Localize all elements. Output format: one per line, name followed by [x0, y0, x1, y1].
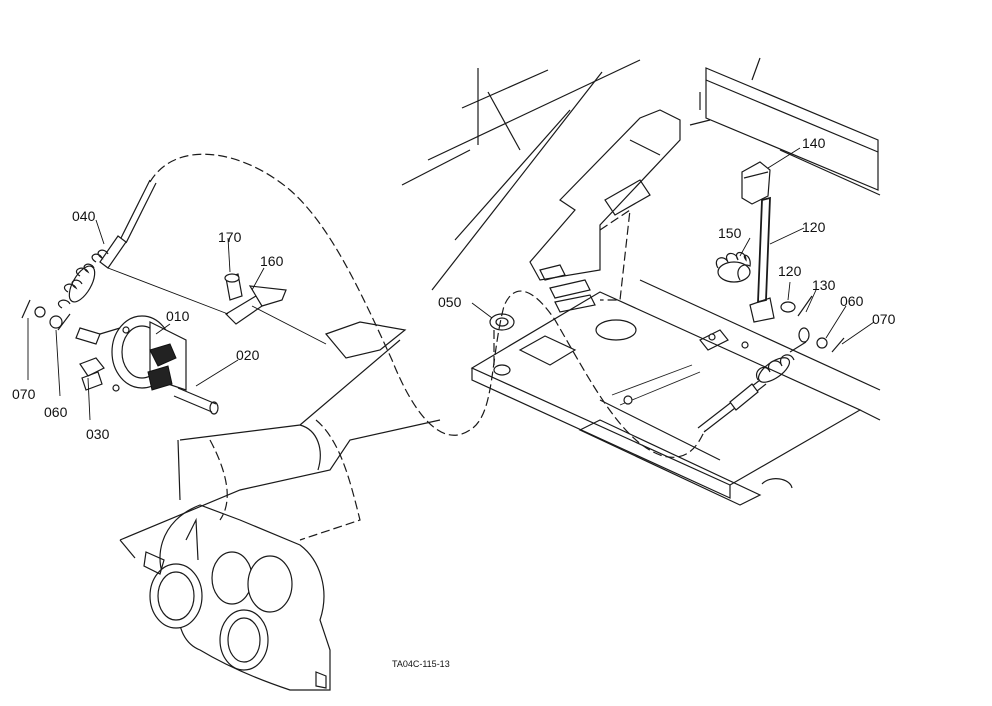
floor-plate [470, 279, 881, 506]
callout-140: 140 [802, 135, 826, 151]
bolt-170 [224, 273, 243, 301]
callout-labels: 040 170 160 010 020 070 060 030 050 140 … [12, 135, 896, 669]
callout-020: 020 [236, 347, 260, 363]
callout-050: 050 [438, 294, 462, 310]
washer-120 [780, 301, 796, 313]
valve-010 [75, 315, 187, 392]
fitting-030 [79, 357, 105, 391]
callout-120: 120 [778, 263, 802, 279]
callout-060-right: 060 [840, 293, 864, 309]
cable-040 [21, 179, 157, 331]
brake-pedal-arm[interactable] [749, 196, 775, 323]
callout-160: 160 [260, 253, 284, 269]
grommet-050 [489, 313, 515, 376]
transmission-housing [119, 321, 441, 691]
pin-130 [797, 295, 813, 317]
callout-130: 130 [812, 277, 836, 293]
pedal-bracket [529, 109, 681, 313]
callout-070-left: 070 [12, 386, 36, 402]
pedal-pad[interactable] [741, 161, 771, 205]
callout-040: 040 [72, 208, 96, 224]
rod-020 [173, 387, 219, 415]
return-spring [715, 251, 751, 283]
bracket-160 [225, 285, 287, 325]
cable-route [107, 153, 706, 458]
callout-030: 030 [86, 426, 110, 442]
leader-lines [27, 147, 875, 421]
callout-110: 120 [802, 219, 826, 235]
callout-170: 170 [218, 229, 242, 245]
cab-frame-top [689, 57, 881, 196]
callout-010: 010 [166, 308, 190, 324]
callout-060-left: 060 [44, 404, 68, 420]
reference-code: TA04C-115-13 [392, 659, 450, 669]
cable-end-right [697, 327, 845, 433]
callout-150: 150 [718, 225, 742, 241]
frame-background-lines [401, 59, 641, 291]
callout-070-right: 070 [872, 311, 896, 327]
